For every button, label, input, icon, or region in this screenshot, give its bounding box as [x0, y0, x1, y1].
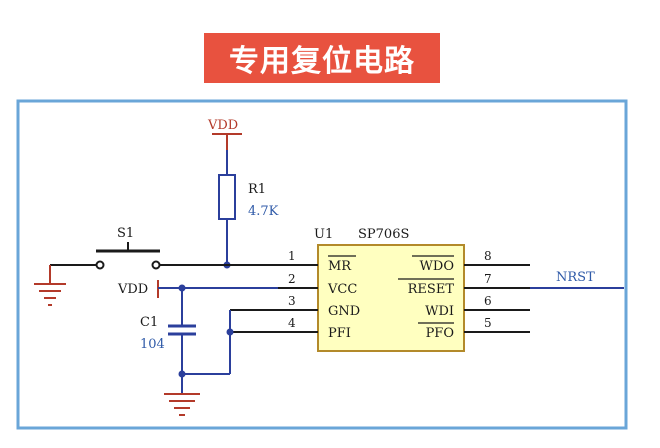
u1-chip-body: [317, 244, 465, 352]
pin-3-number: 3: [288, 294, 296, 308]
pin-8-name: WDO: [420, 259, 454, 274]
r1-resistor: [218, 174, 236, 220]
r1-ref-label: R1: [248, 182, 266, 197]
pin-8-number: 8: [484, 249, 492, 263]
title-banner: 专用复位电路: [204, 33, 440, 83]
junction-c1-gnd: [178, 370, 186, 378]
s1-terminal-right: [151, 260, 161, 270]
u1-part-label: SP706S: [358, 227, 409, 242]
c1-ref-label: C1: [140, 315, 158, 330]
vdd-left-label: VDD: [117, 282, 148, 297]
junction-gnd-pfi: [226, 328, 234, 336]
pin-1-number: 1: [288, 249, 296, 263]
r1-value-label: 4.7K: [248, 204, 279, 219]
pin-3-name: GND: [328, 304, 360, 319]
pin-2-number: 2: [288, 272, 296, 286]
pin-4-name: PFI: [328, 326, 351, 341]
u1-ref-label: U1: [314, 227, 333, 242]
vdd-top-label: VDD: [207, 118, 238, 133]
s1-ref-label: S1: [117, 226, 134, 241]
pin-5-name: PFO: [426, 326, 454, 341]
pin-1-name: MR: [328, 259, 352, 274]
nrst-net-label: NRST: [556, 270, 595, 285]
pin-6-name: WDI: [425, 304, 454, 319]
pin-7-number: 7: [484, 272, 492, 286]
bottom-ground-icon: [164, 393, 200, 416]
pin-4-number: 4: [288, 316, 296, 330]
c1-value-label: 104: [140, 337, 165, 352]
pin-7-name: RESET: [408, 282, 455, 297]
pin-2-name: VCC: [327, 282, 357, 297]
diagram-title: 专用复位电路: [229, 44, 415, 79]
schematic-frame: [16, 99, 628, 430]
pin-6-number: 6: [484, 294, 492, 308]
pin-5-number: 5: [484, 316, 492, 330]
left-ground-icon: [34, 283, 66, 306]
s1-terminal-left: [95, 260, 105, 270]
